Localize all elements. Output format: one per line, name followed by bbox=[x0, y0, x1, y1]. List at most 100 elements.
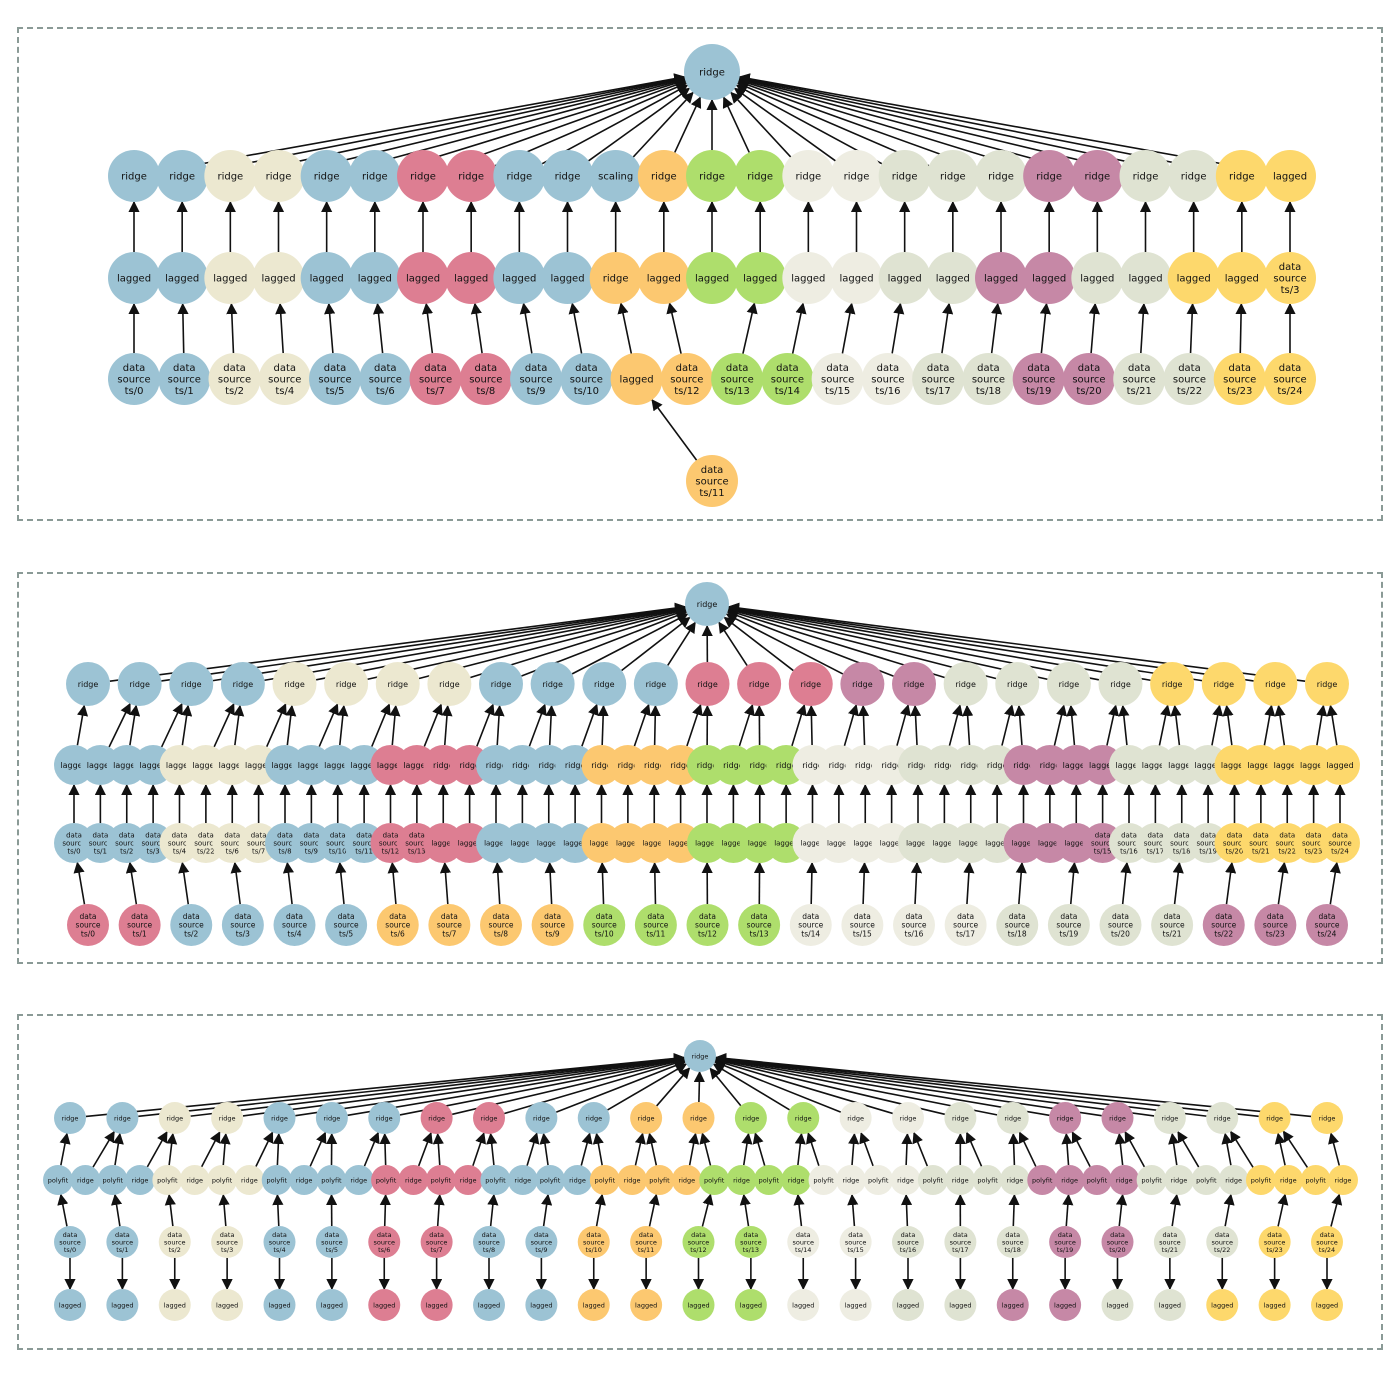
edge-up bbox=[219, 1132, 231, 1166]
edge-up bbox=[910, 861, 923, 905]
node-circle bbox=[289, 1165, 320, 1195]
pipeline-node: polyfit bbox=[43, 1165, 73, 1195]
node-circle bbox=[156, 252, 209, 304]
pipeline-node: ridge bbox=[445, 150, 498, 202]
pipeline-node: lagged bbox=[577, 1289, 610, 1321]
node-circle bbox=[912, 353, 965, 405]
pipeline-node: polyfit bbox=[97, 1165, 128, 1195]
node-circle bbox=[788, 662, 833, 706]
edge-up bbox=[909, 704, 922, 746]
node-label: scaling bbox=[598, 172, 633, 183]
node-circle bbox=[1306, 904, 1348, 946]
node-circle bbox=[263, 1226, 296, 1258]
pipeline-node: lagged bbox=[630, 1289, 663, 1321]
node-circle bbox=[975, 150, 1027, 202]
node-circle bbox=[890, 1165, 921, 1195]
node-circle bbox=[1218, 1165, 1249, 1195]
pipeline-node: lagged bbox=[878, 252, 931, 304]
node-circle bbox=[459, 353, 512, 405]
node-label: lagged bbox=[791, 274, 825, 285]
node-circle bbox=[273, 904, 316, 946]
node-label: ridge bbox=[514, 1176, 531, 1184]
node-circle bbox=[480, 904, 522, 946]
node-label: ridge bbox=[1116, 1176, 1133, 1184]
node-circle bbox=[1206, 1102, 1239, 1134]
node-circle bbox=[996, 1102, 1029, 1134]
node-circle bbox=[1253, 662, 1298, 706]
edge-up bbox=[1282, 1130, 1309, 1168]
edge-up bbox=[541, 1193, 553, 1227]
node-circle bbox=[726, 1165, 757, 1195]
pipeline-node: polyfit bbox=[425, 1165, 456, 1195]
node-circle bbox=[67, 904, 109, 946]
node-label: lagged bbox=[403, 761, 430, 770]
pipeline-node: ridge bbox=[1153, 1102, 1186, 1134]
node-circle bbox=[1101, 1102, 1134, 1134]
pipeline-node: ridge bbox=[926, 150, 979, 202]
node-label: ridge bbox=[405, 1176, 422, 1184]
edge-to-root bbox=[737, 79, 977, 168]
edge-up bbox=[965, 1131, 983, 1167]
node-label: ridge bbox=[1007, 680, 1028, 689]
node-circle bbox=[1153, 1102, 1186, 1134]
node-label: polyfit bbox=[649, 1176, 670, 1184]
node-label: ridge bbox=[749, 761, 770, 770]
node-circle bbox=[479, 662, 523, 706]
node-label: ridge bbox=[77, 1176, 94, 1184]
edge-up bbox=[423, 703, 443, 747]
pipeline-node: ridge bbox=[211, 1102, 244, 1134]
node-circle bbox=[787, 1102, 820, 1134]
node-label: lagged bbox=[358, 274, 392, 285]
node-label: lagged bbox=[530, 1301, 552, 1309]
pipeline-node: polyfit bbox=[1136, 1165, 1167, 1195]
edge-up bbox=[596, 861, 609, 905]
node-circle bbox=[711, 353, 764, 405]
node-label: ridge bbox=[855, 761, 876, 770]
node-circle bbox=[118, 904, 161, 946]
node-label: ridge bbox=[533, 1114, 550, 1122]
pipeline-node: ridge bbox=[996, 1102, 1029, 1134]
node-circle bbox=[541, 252, 594, 304]
node-label: lagged bbox=[647, 274, 681, 285]
node-circle bbox=[835, 1165, 866, 1195]
node-label: polyfit bbox=[431, 1176, 452, 1184]
pipeline-node: ridge bbox=[582, 662, 627, 706]
pipeline-node: polyfit bbox=[808, 1165, 839, 1195]
node-label: polyfit bbox=[704, 1176, 725, 1184]
edge-up bbox=[272, 1193, 284, 1227]
edge-up bbox=[1115, 1193, 1128, 1227]
node-label: ridge bbox=[940, 172, 966, 183]
node-circle bbox=[610, 353, 663, 405]
node-circle bbox=[1099, 904, 1142, 946]
node-circle bbox=[738, 904, 781, 946]
node-circle bbox=[1254, 904, 1297, 946]
node-label: lagged bbox=[502, 274, 536, 285]
node-circle bbox=[892, 662, 936, 706]
node-circle bbox=[1300, 1165, 1331, 1195]
node-label: lagged bbox=[268, 1301, 290, 1309]
edge-up bbox=[806, 861, 818, 905]
node-label: ridge bbox=[486, 761, 507, 770]
node-label: lagged bbox=[1221, 761, 1248, 770]
pipeline-node: lagged bbox=[1153, 1289, 1186, 1321]
edge-to-root bbox=[418, 606, 687, 680]
node-circle bbox=[999, 1165, 1030, 1195]
